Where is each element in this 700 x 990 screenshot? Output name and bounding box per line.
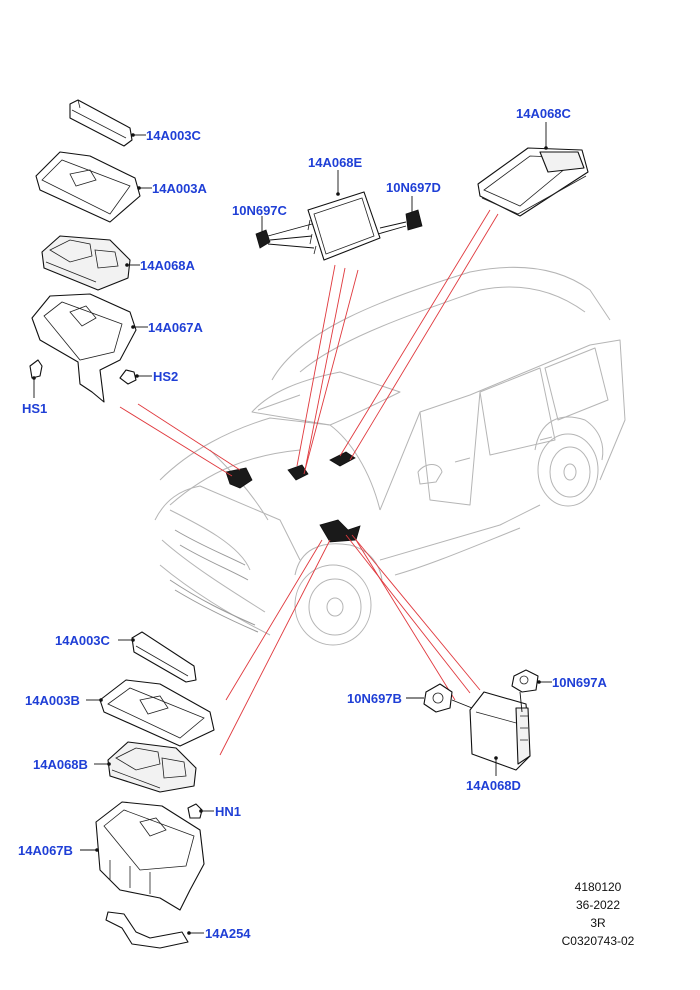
reference-number: 4180120: [574, 880, 622, 894]
callout-14A003B[interactable]: 14A003B: [25, 693, 80, 708]
callout-14A067A[interactable]: 14A067A: [148, 320, 204, 335]
part-lid-14A003A: [35, 151, 152, 223]
callout-HS2[interactable]: HS2: [153, 369, 178, 384]
part-cover-bottom: [118, 631, 197, 683]
part-bracket-14A254: [105, 911, 204, 949]
part-sensor-10N697B: [406, 683, 473, 713]
part-fuse-box-14A068B: [94, 741, 197, 793]
callout-14A068D[interactable]: 14A068D: [466, 778, 521, 793]
callout-14A067B[interactable]: 14A067B: [18, 843, 73, 858]
part-sensor-10N697D: [377, 196, 423, 235]
callout-10N697D[interactable]: 10N697D: [386, 180, 441, 195]
callout-14A003A[interactable]: 14A003A: [152, 181, 208, 196]
callout-14A003C-bottom[interactable]: 14A003C: [55, 633, 111, 648]
callout-HN1[interactable]: HN1: [215, 804, 241, 819]
part-lid-14A003B: [86, 679, 215, 747]
part-module-14A068C: [477, 122, 589, 217]
callout-10N697C[interactable]: 10N697C: [232, 203, 288, 218]
callout-HS1[interactable]: HS1: [22, 401, 47, 416]
part-sensor-10N697C: [255, 216, 315, 249]
part-bolt-HS2: [119, 369, 152, 385]
callout-14A068E[interactable]: 14A068E: [308, 155, 363, 170]
callout-14A068A[interactable]: 14A068A: [140, 258, 196, 273]
callout-14A003C-top[interactable]: 14A003C: [146, 128, 202, 143]
reference-revision: 3R: [590, 916, 606, 930]
part-nut-HN1: [187, 803, 214, 819]
part-module-14A068E: [307, 170, 381, 261]
part-housing-14A067A: [31, 293, 148, 403]
reference-drawing-id: C0320743-02: [561, 934, 635, 948]
vehicle-module-markers: [225, 451, 361, 543]
vehicle-outline: [154, 266, 626, 646]
callout-10N697A[interactable]: 10N697A: [552, 675, 608, 690]
callout-10N697B[interactable]: 10N697B: [347, 691, 402, 706]
part-sensor-10N697A: [511, 669, 552, 713]
part-module-14A068D: [469, 691, 531, 776]
callout-14A068B[interactable]: 14A068B: [33, 757, 88, 772]
part-housing-14A067B: [80, 801, 205, 911]
part-bolt-HS1: [29, 359, 43, 398]
reference-date: 36-2022: [575, 898, 621, 912]
callout-14A068C[interactable]: 14A068C: [516, 106, 572, 121]
callout-14A254[interactable]: 14A254: [205, 926, 251, 941]
part-cover-top: [69, 99, 146, 147]
part-fuse-box-14A068A: [41, 235, 140, 291]
locator-lines: [119, 209, 499, 756]
